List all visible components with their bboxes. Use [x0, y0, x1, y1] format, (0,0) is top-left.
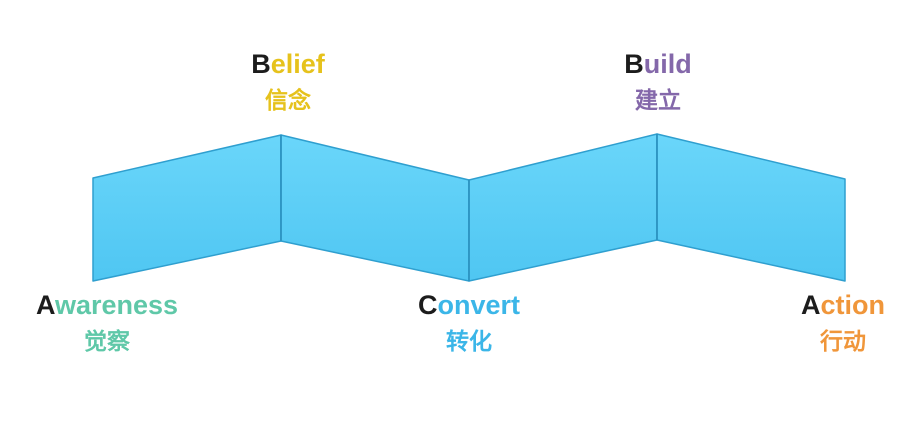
stage-build: Build 建立 — [548, 48, 768, 116]
stage-belief-chinese: 信念 — [265, 88, 311, 114]
stage-build-english: Build — [548, 48, 768, 80]
ribbon-panel-awareness-belief — [92, 134, 282, 282]
stage-awareness-initial: A — [35, 290, 55, 320]
stage-action-initial: A — [801, 290, 821, 320]
stage-build-word: uild — [643, 49, 692, 79]
stage-awareness: Awareness 觉察 — [0, 289, 217, 357]
stage-convert-initial: C — [417, 290, 438, 320]
stage-convert: Convert 转化 — [359, 289, 579, 357]
stage-action-english: Action — [733, 289, 918, 321]
stage-build-initial: B — [624, 49, 644, 79]
stage-belief-english: Belief — [178, 48, 398, 80]
stage-build-chinese: 建立 — [635, 88, 681, 114]
stage-action-chinese: 行动 — [820, 329, 866, 355]
stage-convert-english: Convert — [359, 289, 579, 321]
ribbon-panel-build-action — [656, 133, 846, 282]
stage-action: Action 行动 — [733, 289, 918, 357]
stage-awareness-chinese: 觉察 — [84, 329, 130, 355]
stage-awareness-english: Awareness — [0, 289, 217, 321]
stage-belief: Belief 信念 — [178, 48, 398, 116]
stage-convert-chinese: 转化 — [446, 329, 492, 355]
stage-belief-initial: B — [251, 49, 271, 79]
ribbon-panel-convert-build — [468, 133, 658, 282]
stage-belief-word: elief — [270, 49, 325, 79]
stage-convert-word: onvert — [437, 290, 521, 320]
stage-awareness-word: wareness — [54, 290, 179, 320]
stage-action-word: ction — [820, 290, 886, 320]
ribbon-panel-belief-convert — [280, 134, 470, 282]
